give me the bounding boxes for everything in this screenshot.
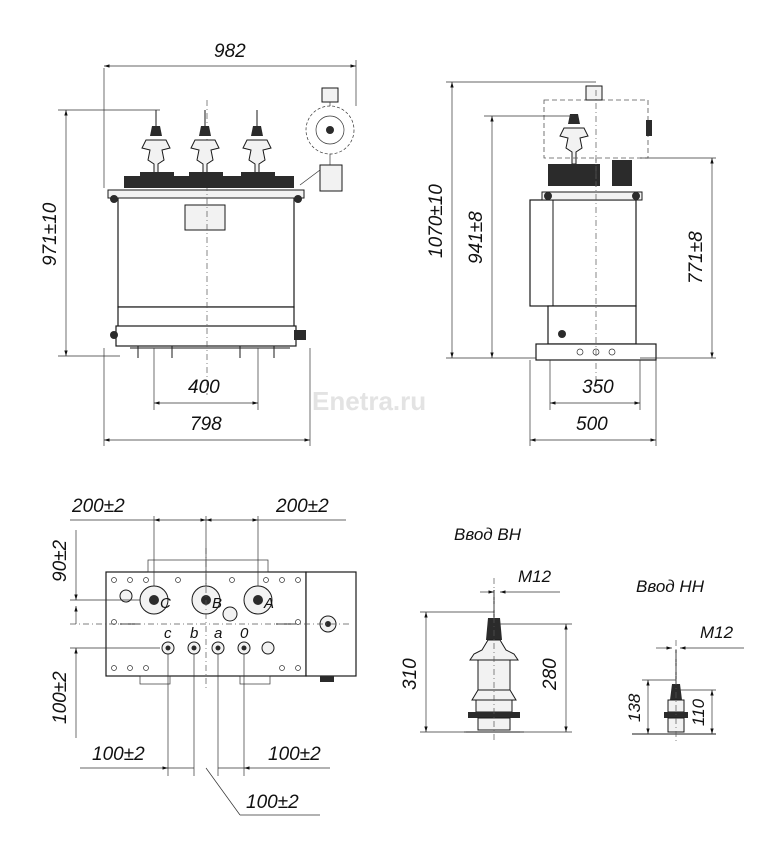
front-view (107, 87, 355, 395)
dim-side-base-inner: 350 (582, 377, 614, 398)
hv-terminal-a: A (263, 595, 274, 612)
lv-terminal-c: c (164, 625, 172, 642)
dim-side-tank: 771±8 (686, 231, 707, 284)
dim-hv-spacing-right: 200±2 (275, 496, 329, 517)
front-dimensions: 982 971±10 400 798 (40, 41, 357, 446)
side-view (529, 85, 657, 380)
dim-front-width: 982 (214, 41, 246, 62)
dim-side-total: 1070±10 (426, 184, 447, 258)
dim-row-offset-bottom: 100±2 (50, 671, 71, 724)
hv-terminal-b: B (212, 595, 222, 612)
top-view: C B A c b a 0 (70, 548, 357, 690)
dim-lv-spacing-left: 100±2 (92, 744, 145, 765)
lv-bushing-height-total: 138 (625, 693, 644, 722)
lv-bushing-thread: M12 (700, 623, 734, 642)
lv-terminal-0: 0 (240, 625, 249, 642)
dim-side-hv: 941±8 (466, 211, 487, 264)
dim-front-height: 971±10 (40, 202, 61, 266)
dim-side-base-outer: 500 (576, 414, 608, 435)
dim-front-base-outer: 798 (190, 414, 222, 435)
hv-bushing-detail: Ввод ВН M12 310 280 (400, 525, 572, 740)
watermark: Enetra.ru (312, 386, 426, 416)
lv-terminal-a: a (214, 625, 222, 642)
dim-front-base-inner: 400 (188, 377, 220, 398)
hv-bushing-thread: M12 (518, 567, 552, 586)
hv-bushing-height-body: 280 (540, 658, 561, 691)
hv-terminal-c: C (160, 595, 171, 612)
hv-bushing-height-total: 310 (400, 658, 421, 690)
dim-row-offset-top: 90±2 (50, 539, 71, 582)
top-dimensions: 200±2 200±2 90±2 100±2 100±2 100±2 100±2 (50, 496, 346, 816)
dim-lv-spacing-right: 100±2 (268, 744, 321, 765)
lv-bushing-detail: Ввод НН M12 138 110 (625, 577, 744, 742)
lv-terminal-b: b (190, 625, 198, 642)
lv-bushing-title: Ввод НН (636, 577, 705, 596)
side-dimensions: 1070±10 941±8 771±8 350 500 (426, 81, 716, 446)
hv-bushing-title: Ввод ВН (454, 525, 522, 544)
dim-lv-spacing-bottom: 100±2 (246, 792, 299, 813)
dim-hv-spacing-left: 200±2 (71, 496, 125, 517)
lv-bushing-height-body: 110 (689, 698, 708, 726)
